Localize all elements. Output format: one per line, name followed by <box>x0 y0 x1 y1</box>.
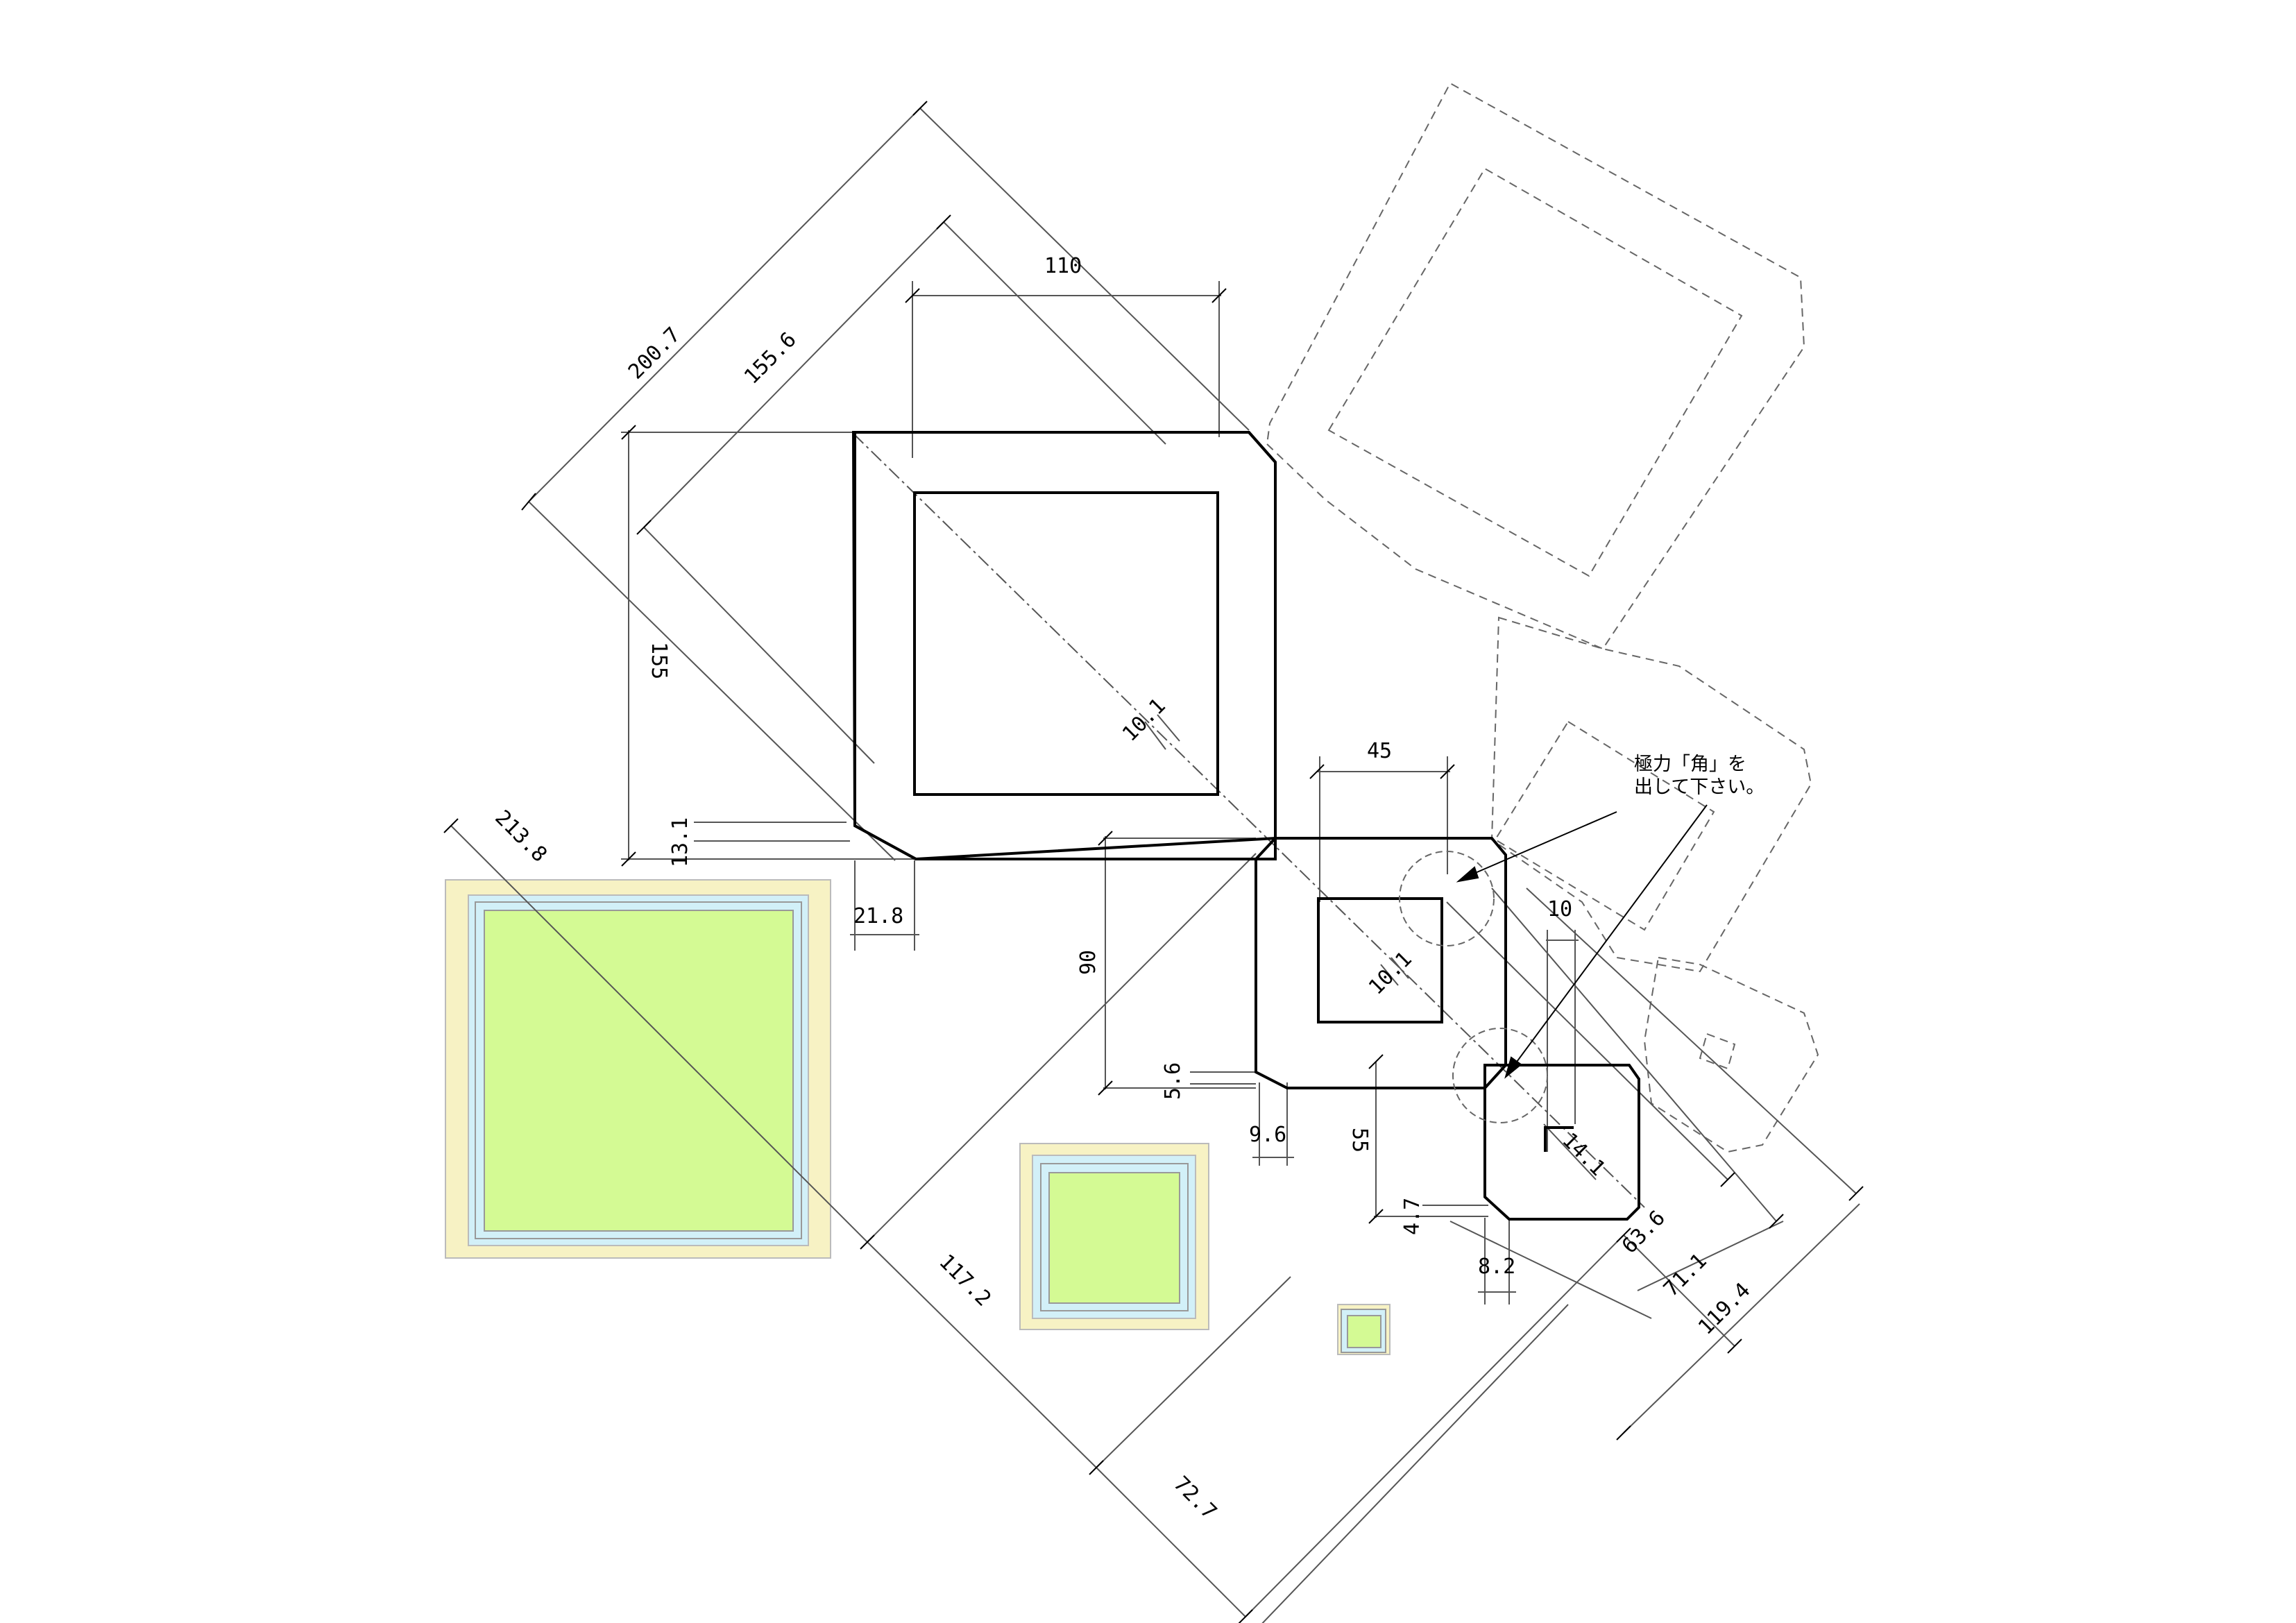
dim-9-6: 9.6 <box>1249 1123 1286 1147</box>
dim-117-2: 117.2 <box>934 1250 996 1311</box>
corner-note: 極力「角」を 出して下さい。 <box>1634 754 1764 798</box>
dim-213-8: 213.8 <box>490 806 552 867</box>
dim-5-6: 5.6 <box>1161 1062 1185 1100</box>
dim-55: 55 <box>1347 1128 1372 1153</box>
corner-highlight-circles <box>1399 851 1548 1123</box>
medium-color-plan <box>1019 1143 1209 1330</box>
dim-155-6: 155.6 <box>740 328 801 389</box>
dim-119-4: 119.4 <box>1694 1278 1755 1340</box>
note-arrows <box>1456 804 1708 1079</box>
note-line-1: 極力「角」を <box>1634 754 1746 775</box>
dimension-lines <box>443 101 1864 1623</box>
dim-72-7: 72.7 <box>1168 1472 1221 1524</box>
main-outlines <box>851 431 1640 1221</box>
tiny-corner-mark <box>1544 1126 1574 1152</box>
dim-63-6: 63.6 <box>1617 1206 1670 1259</box>
dim-4-7: 4.7 <box>1400 1198 1425 1235</box>
large-color-plan <box>445 879 831 1259</box>
dim-10: 10 <box>1547 897 1572 921</box>
small-frame <box>1483 1064 1640 1221</box>
dashed-net-outline <box>1266 82 1819 1153</box>
small-color-plan <box>1337 1304 1391 1355</box>
note-line-2: 出して下さい。 <box>1634 776 1764 798</box>
dim-21-8: 21.8 <box>853 904 903 928</box>
dim-155: 155 <box>647 642 671 679</box>
dim-14-1: 14.1 <box>1557 1128 1610 1181</box>
dim-90: 90 <box>1076 950 1100 975</box>
large-inner-opening <box>913 491 1219 796</box>
dim-110: 110 <box>1044 254 1082 278</box>
dim-45: 45 <box>1367 739 1392 763</box>
dim-13-1: 13.1 <box>668 817 692 867</box>
dim-10-1-b: 10.1 <box>1364 947 1417 1000</box>
dim-71-1: 71.1 <box>1659 1249 1712 1302</box>
medium-inner-opening <box>1317 897 1443 1023</box>
dim-8-2: 8.2 <box>1478 1255 1515 1279</box>
